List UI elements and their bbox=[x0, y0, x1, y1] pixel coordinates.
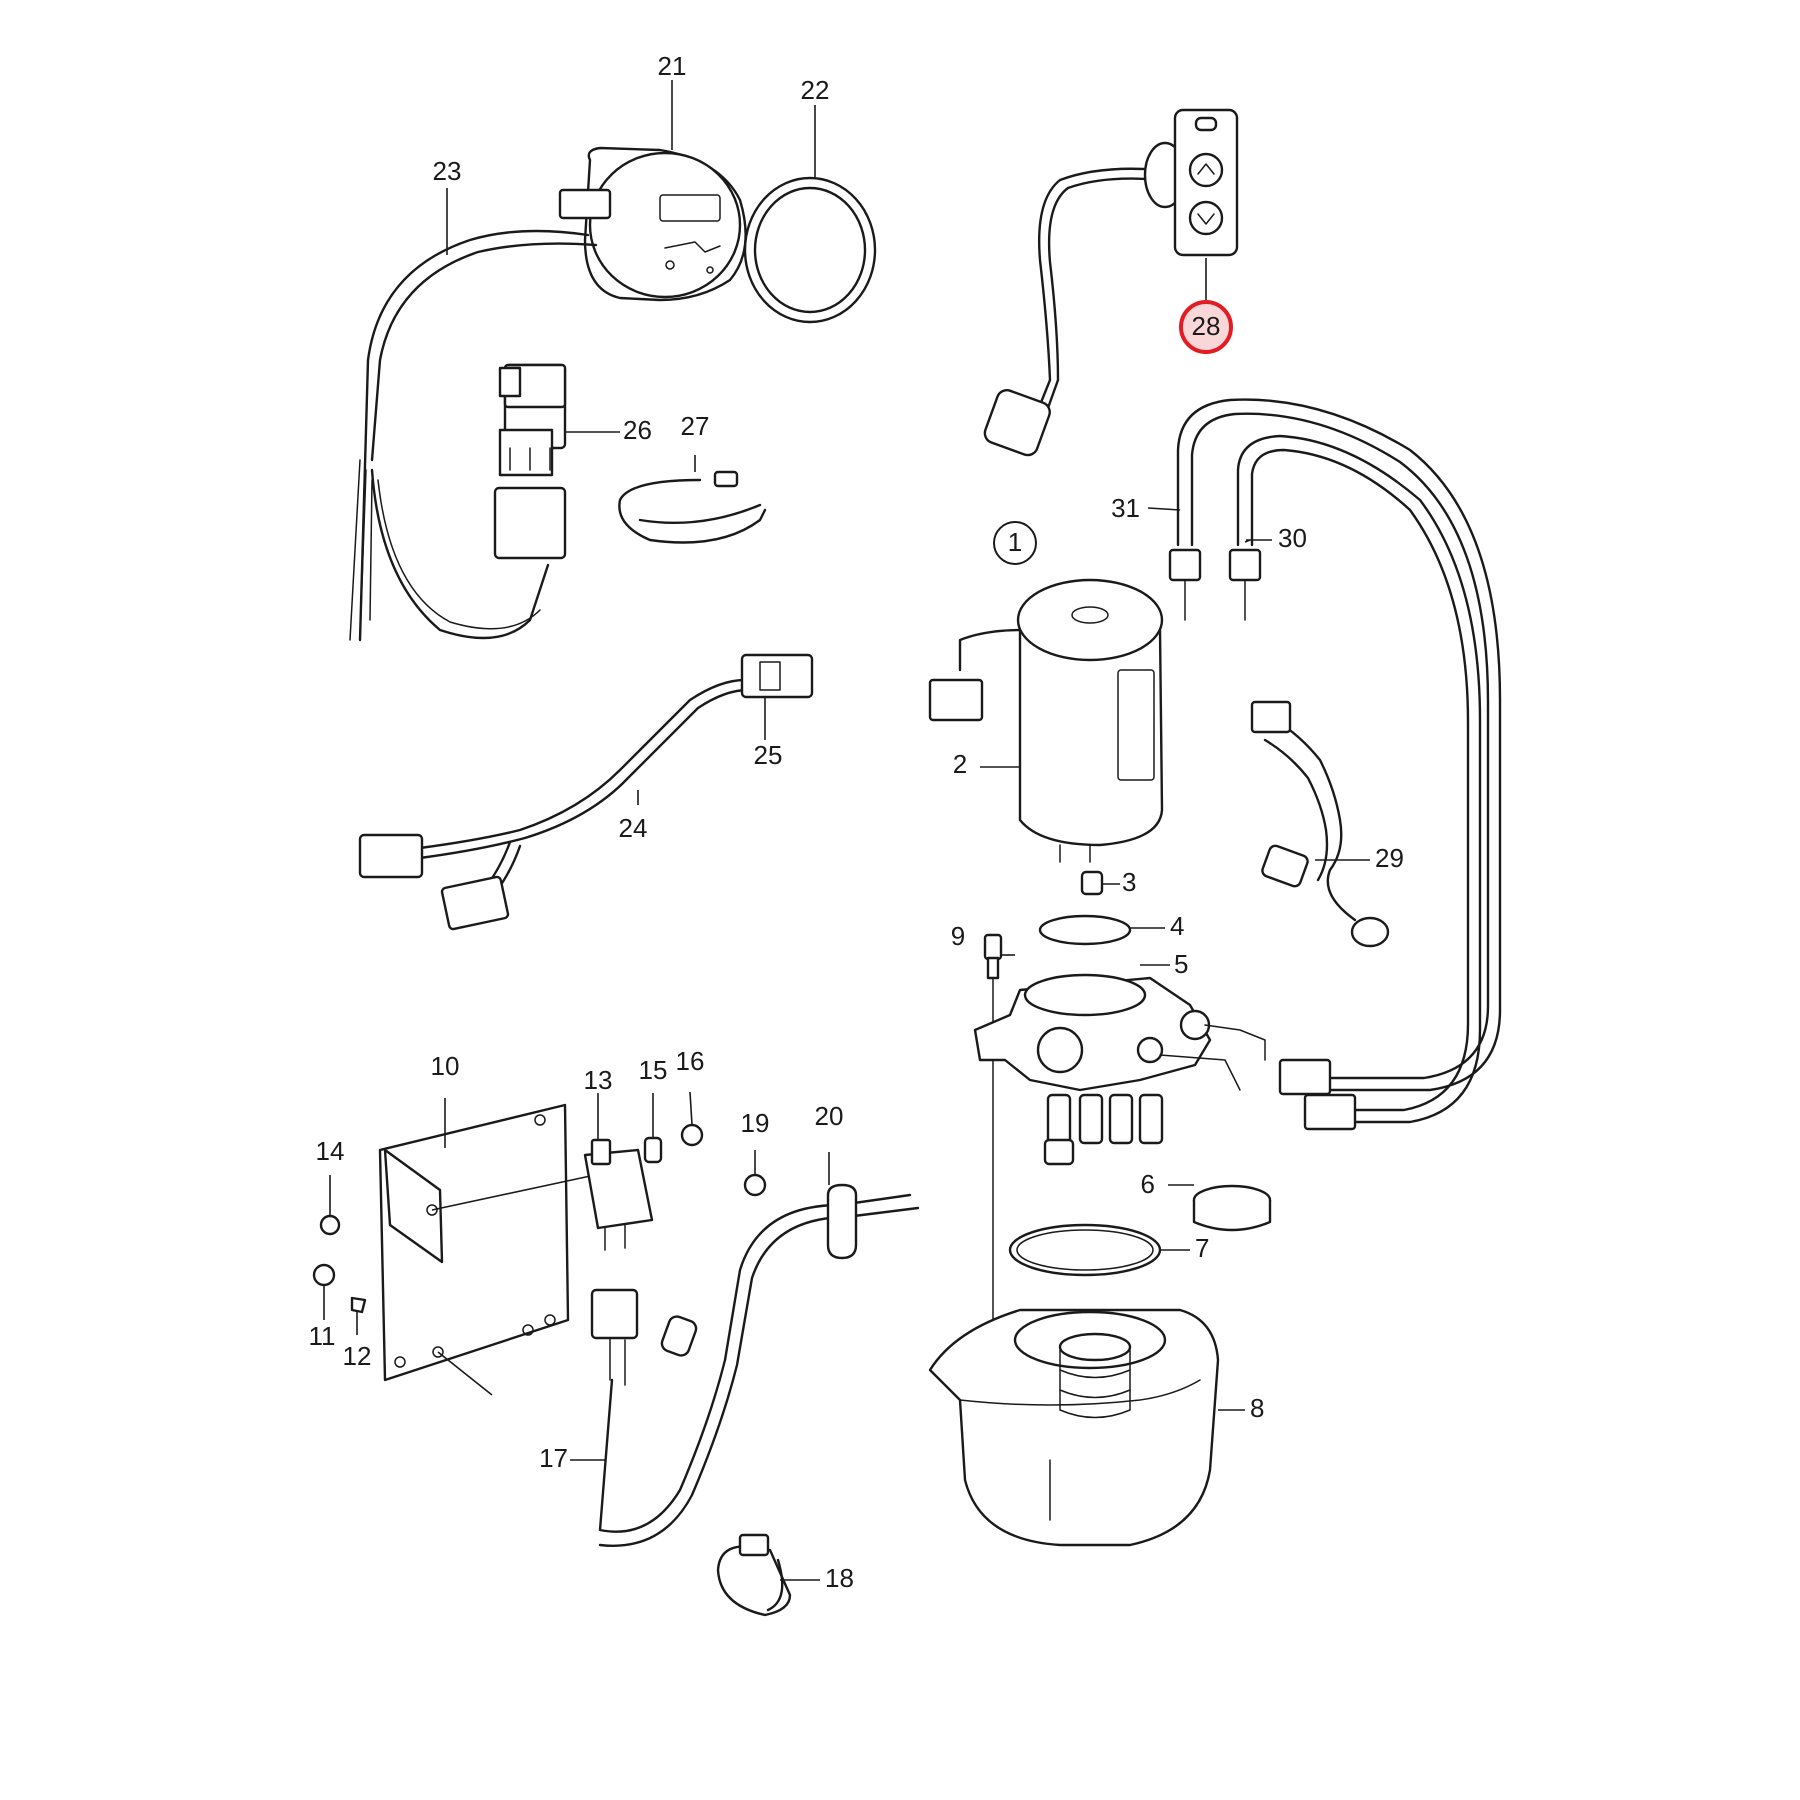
pendant-control-switch bbox=[983, 108, 1239, 457]
gauge-bezel-ring bbox=[743, 176, 877, 324]
callout-21[interactable]: 21 bbox=[658, 51, 687, 81]
callout-9[interactable]: 9 bbox=[951, 921, 965, 951]
callout-3[interactable]: 3 bbox=[1122, 867, 1136, 897]
valve-block bbox=[973, 973, 1266, 1166]
callout-12[interactable]: 12 bbox=[343, 1341, 372, 1371]
relay-module bbox=[493, 363, 567, 560]
callout-2[interactable]: 2 bbox=[953, 749, 967, 779]
harness-with-connectors bbox=[358, 653, 814, 931]
callout-10[interactable]: 10 bbox=[431, 1051, 460, 1081]
callout-4[interactable]: 4 bbox=[1170, 911, 1184, 941]
cable-tie-small bbox=[618, 470, 767, 544]
callout-26[interactable]: 26 bbox=[623, 415, 652, 445]
callout-7[interactable]: 7 bbox=[1195, 1233, 1209, 1263]
screw-11 bbox=[312, 1263, 336, 1287]
control-harness bbox=[590, 1183, 920, 1547]
screw-14 bbox=[319, 1214, 341, 1236]
o-ring-upper bbox=[1038, 914, 1132, 946]
callout-15[interactable]: 15 bbox=[639, 1055, 668, 1085]
cable-tie-large bbox=[716, 1533, 792, 1617]
reservoir-seal bbox=[1008, 1223, 1162, 1277]
callout-30[interactable]: 30 bbox=[1278, 523, 1307, 553]
clip-12 bbox=[350, 1296, 367, 1314]
highlighted-callout[interactable]: 28 bbox=[1179, 300, 1233, 354]
callout-5[interactable]: 5 bbox=[1174, 949, 1188, 979]
gauge-wiring-harness bbox=[349, 229, 598, 642]
callout-19[interactable]: 19 bbox=[741, 1108, 770, 1138]
callout-29[interactable]: 29 bbox=[1375, 843, 1404, 873]
screw-19 bbox=[743, 1173, 767, 1197]
hour-meter-gauge bbox=[558, 146, 747, 302]
callout-25[interactable]: 25 bbox=[754, 740, 783, 770]
callout-6[interactable]: 6 bbox=[1141, 1169, 1155, 1199]
callout-16[interactable]: 16 bbox=[676, 1046, 705, 1076]
group-marker-label: 1 bbox=[1008, 527, 1022, 557]
group-marker: 1 bbox=[993, 521, 1037, 565]
callout-27[interactable]: 27 bbox=[681, 411, 710, 441]
callout-8[interactable]: 8 bbox=[1250, 1393, 1264, 1423]
filler-cap bbox=[1192, 1184, 1272, 1232]
sensor-harness bbox=[1250, 700, 1390, 948]
part-labels: 2 3 4 5 6 7 8 9 10 11 12 13 14 15 16 17 … bbox=[309, 51, 1404, 1593]
bushing bbox=[1080, 870, 1104, 896]
callout-13[interactable]: 13 bbox=[584, 1065, 613, 1095]
pump-motor bbox=[928, 578, 1164, 863]
nut-16 bbox=[680, 1123, 704, 1147]
callout-18[interactable]: 18 bbox=[825, 1563, 854, 1593]
callout-11[interactable]: 11 bbox=[309, 1321, 336, 1351]
callout-28[interactable]: 28 bbox=[1192, 311, 1221, 341]
callout-31[interactable]: 31 bbox=[1111, 493, 1140, 523]
callout-20[interactable]: 20 bbox=[815, 1101, 844, 1131]
hydraulic-hoses bbox=[1168, 398, 1502, 1131]
bracket-relay bbox=[583, 1138, 654, 1251]
callout-22[interactable]: 22 bbox=[801, 75, 830, 105]
callout-23[interactable]: 23 bbox=[433, 156, 462, 186]
leader-lines bbox=[323, 80, 1370, 1581]
callout-14[interactable]: 14 bbox=[316, 1136, 345, 1166]
callout-17[interactable]: 17 bbox=[539, 1443, 568, 1473]
mounting-bracket bbox=[378, 1103, 596, 1396]
terminal-15 bbox=[643, 1136, 663, 1164]
mounting-bolt bbox=[983, 933, 1003, 1341]
fluid-reservoir bbox=[928, 1308, 1220, 1547]
callout-24[interactable]: 24 bbox=[619, 813, 648, 843]
